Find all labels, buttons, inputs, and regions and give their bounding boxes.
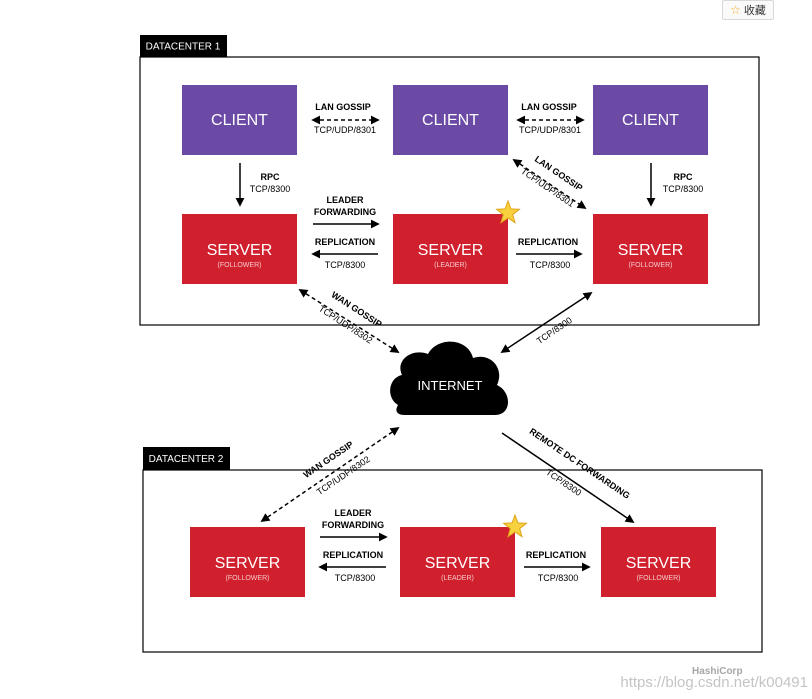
rpc-edge: RPC TCP/8300 xyxy=(235,163,291,207)
server-node-leader: SERVER (LEADER) xyxy=(400,527,515,597)
edge-label: TCP/UDP/8301 xyxy=(519,125,581,135)
datacenter-2-label: DATACENTER 2 xyxy=(149,454,224,465)
server-role: (LEADER) xyxy=(441,575,474,582)
replication-edge: REPLICATION TCP/8300 xyxy=(318,550,386,583)
lan-gossip-diagonal-edge: LAN GOSSIP TCP/UDP/8301 xyxy=(512,154,587,210)
internet-server-edge: TCP/8300 xyxy=(500,292,593,353)
client-title: CLIENT xyxy=(422,112,479,129)
client-node: CLIENT xyxy=(393,85,508,155)
edge-label: RPC xyxy=(260,172,280,182)
edge-label: TCP/8300 xyxy=(663,184,704,194)
replication-edge: REPLICATION TCP/8300 xyxy=(311,237,378,270)
edge-label: REPLICATION xyxy=(518,237,578,247)
wan-gossip-edge: WAN GOSSIP TCP/UDP/8302 xyxy=(260,426,400,523)
server-node-follower: SERVER (FOLLOWER) xyxy=(182,214,297,284)
leader-star-icon xyxy=(502,513,528,538)
edge-label: TCP/8300 xyxy=(250,184,291,194)
leader-forwarding-edge: LEADER FORWARDING xyxy=(313,195,380,229)
server-title: SERVER xyxy=(418,242,484,259)
edge-label: TCP/8300 xyxy=(335,573,376,583)
edge-label: LEADER xyxy=(334,508,372,518)
server-role: (FOLLOWER) xyxy=(637,575,681,582)
server-role: (FOLLOWER) xyxy=(226,575,270,582)
rpc-edge: RPC TCP/8300 xyxy=(646,163,704,207)
server-title: SERVER xyxy=(215,555,281,572)
edge-label: RPC xyxy=(673,172,693,182)
replication-edge: REPLICATION TCP/8300 xyxy=(516,237,583,270)
client-node: CLIENT xyxy=(182,85,297,155)
internet-cloud: INTERNET xyxy=(390,341,509,415)
lan-gossip-edge: LAN GOSSIP TCP/UDP/8301 xyxy=(311,102,380,135)
client-node: CLIENT xyxy=(593,85,708,155)
edge-label: TCP/8300 xyxy=(530,260,571,270)
replication-edge: REPLICATION TCP/8300 xyxy=(524,550,591,583)
star-icon: ☆ xyxy=(730,3,741,17)
watermark-text: https://blog.csdn.net/k00491 xyxy=(620,674,808,691)
edge-label: LEADER xyxy=(326,195,364,205)
server-title: SERVER xyxy=(425,555,491,572)
internet-label: INTERNET xyxy=(418,378,483,393)
datacenter-2: DATACENTER 2 xyxy=(142,447,763,653)
server-title: SERVER xyxy=(618,242,684,259)
server-node-follower: SERVER (FOLLOWER) xyxy=(190,527,305,597)
edge-label: REPLICATION xyxy=(526,550,586,560)
leader-star-icon xyxy=(495,199,521,224)
server-node-follower: SERVER (FOLLOWER) xyxy=(601,527,716,597)
client-title: CLIENT xyxy=(211,112,268,129)
server-role: (FOLLOWER) xyxy=(629,262,673,269)
lan-gossip-edge: LAN GOSSIP TCP/UDP/8301 xyxy=(516,102,585,135)
datacenter-1: DATACENTER 1 xyxy=(139,35,760,326)
server-node-leader: SERVER (LEADER) xyxy=(393,214,508,284)
edge-label: LAN GOSSIP xyxy=(521,102,577,112)
client-title: CLIENT xyxy=(622,112,679,129)
edge-label: LAN GOSSIP xyxy=(315,102,371,112)
server-role: (LEADER) xyxy=(434,262,467,269)
edge-label: TCP/8300 xyxy=(325,260,366,270)
wan-gossip-edge: WAN GOSSIP TCP/UDP/8302 xyxy=(298,289,400,353)
edge-label: TCP/8300 xyxy=(538,573,579,583)
edge-label: FORWARDING xyxy=(314,207,376,217)
server-role: (FOLLOWER) xyxy=(218,262,262,269)
server-node-follower: SERVER (FOLLOWER) xyxy=(593,214,708,284)
remote-dc-forwarding-edge: REMOTE DC FORWARDING TCP/8300 xyxy=(501,426,635,524)
leader-forwarding-edge: LEADER FORWARDING xyxy=(320,508,388,542)
edge-label: TCP/UDP/8301 xyxy=(314,125,376,135)
server-title: SERVER xyxy=(626,555,692,572)
edge-label: REPLICATION xyxy=(323,550,383,560)
server-title: SERVER xyxy=(207,242,273,259)
favorite-button[interactable]: ☆ 收藏 xyxy=(722,0,774,20)
edge-label: REPLICATION xyxy=(315,237,375,247)
favorite-label: 收藏 xyxy=(743,5,766,17)
hashicorp-logo: HashiCorp xyxy=(692,666,743,677)
datacenter-1-label: DATACENTER 1 xyxy=(146,42,221,53)
edge-label: TCP/8300 xyxy=(544,467,583,498)
edge-label: TCP/8300 xyxy=(535,315,574,346)
edge-label: FORWARDING xyxy=(322,520,384,530)
